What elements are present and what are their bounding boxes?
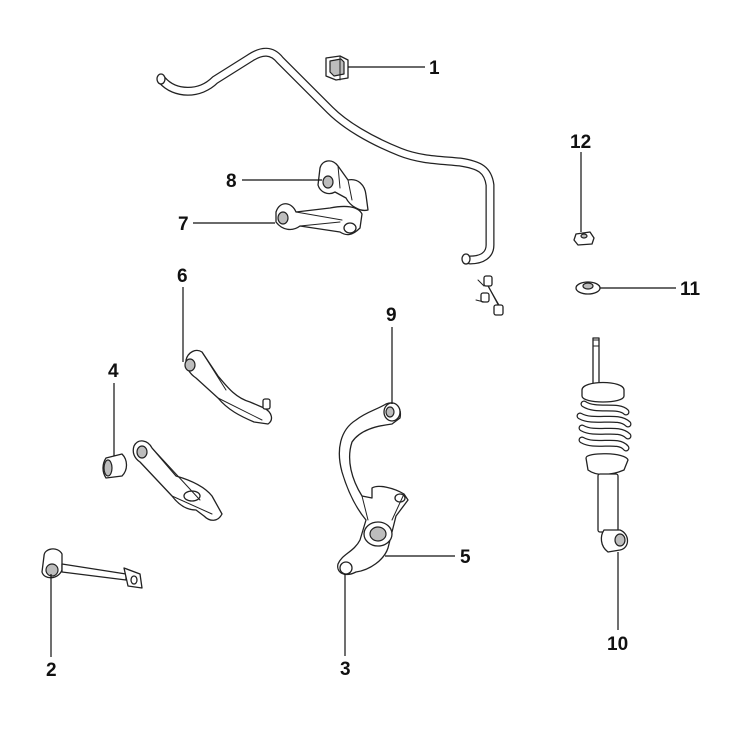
callout-2: 2	[46, 660, 57, 681]
callout-3: 3	[340, 659, 351, 680]
callout-6: 6	[177, 266, 188, 287]
callout-9: 9	[386, 305, 397, 326]
callout-4: 4	[108, 361, 119, 382]
callout-10: 10	[607, 634, 628, 655]
upper-control-arm-bracket[interactable]	[317, 160, 369, 212]
upper-control-arm[interactable]	[275, 203, 363, 236]
strut-assembly[interactable]	[576, 337, 632, 553]
callout-7: 7	[178, 214, 189, 235]
callout-labels: 1 2 3 4 5 6 7 8 9 10 11 12	[46, 58, 701, 681]
lateral-link[interactable]	[41, 548, 143, 589]
steering-knuckle[interactable]	[337, 402, 409, 576]
arm-bushing[interactable]	[102, 453, 128, 479]
spring-seat[interactable]	[575, 281, 601, 295]
callout-12: 12	[570, 132, 591, 153]
callout-8: 8	[226, 171, 237, 192]
callout-11: 11	[680, 279, 701, 300]
stabilizer-bushing[interactable]	[325, 55, 349, 81]
lower-rear-arm[interactable]	[184, 349, 273, 425]
strut-nut[interactable]	[573, 231, 595, 246]
stabilizer-link[interactable]	[475, 275, 504, 316]
stabilizer-bar[interactable]	[156, 47, 495, 265]
callout-5: 5	[460, 547, 471, 568]
callout-1: 1	[429, 58, 440, 79]
lower-front-arm[interactable]	[132, 440, 223, 521]
leader-lines	[50, 66, 676, 657]
